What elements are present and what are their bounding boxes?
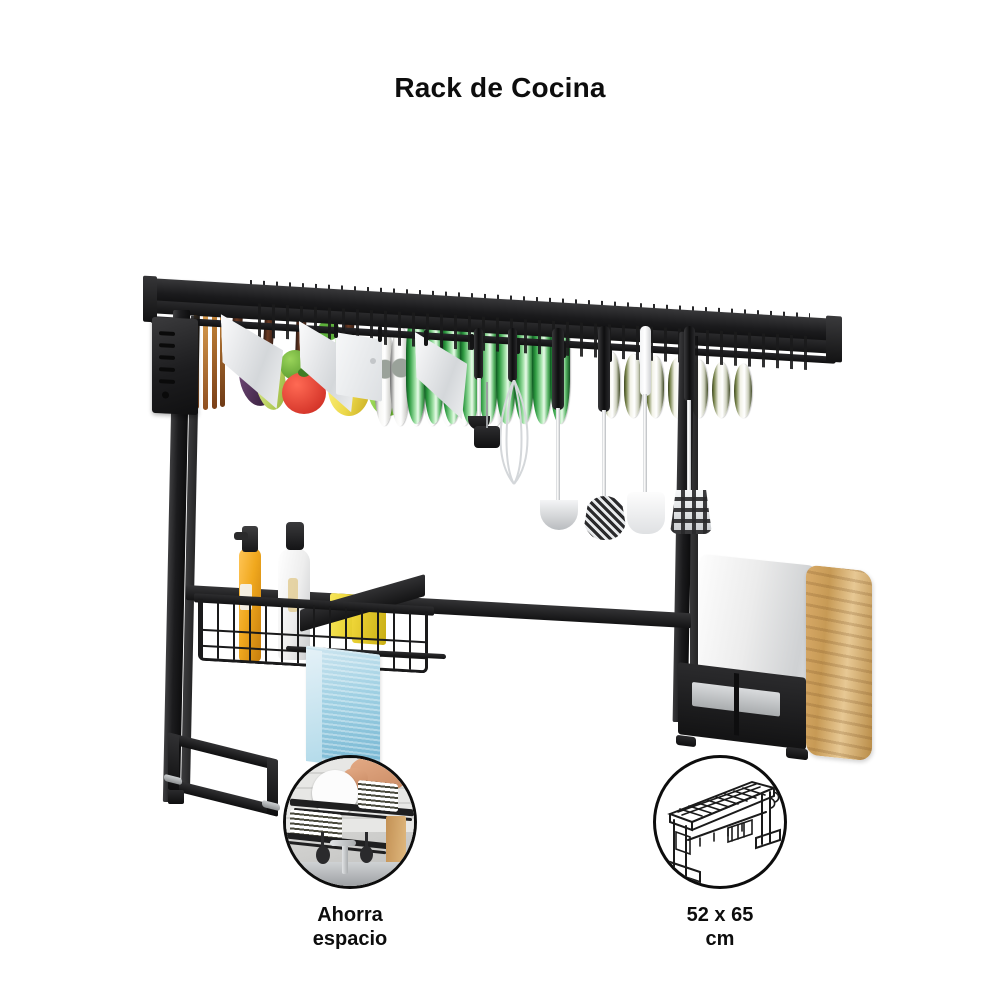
rack-line-drawing-icon [667,780,781,884]
dish-towel-fold [306,649,322,763]
badge-caption-line2: cm [705,928,735,951]
utensil-spatula-white [627,326,665,538]
knife-block [152,316,198,416]
utensil-whisk [494,328,534,492]
wood-board-icon [386,816,406,868]
utensil-slotted-spatula [670,326,712,542]
feature-badges: Ahorra espacio [0,750,1000,1000]
cutting-board-wood [806,564,872,762]
space-saving-photo [283,755,417,889]
utensil-ladle [540,328,578,538]
utensil-hook [424,330,428,346]
badge-caption-line1: 52 x 65 [686,904,754,926]
utensil-masher [584,326,626,548]
utensil-holder-cap [474,426,500,448]
product-illustration [0,130,1000,817]
knife-blade-wide [336,332,382,402]
badge-dimensiones[interactable]: 52 x 65 cm [625,755,815,952]
cutting-board-holder-foot [676,734,696,748]
utensil-hook [334,322,338,338]
utensil-hook [608,346,612,362]
badge-ahorra-espacio[interactable]: Ahorra espacio [255,755,445,952]
page-title: Rack de Cocina [394,72,606,103]
cutting-board-holder [678,662,806,750]
knife-blade-rivet [370,358,376,364]
utensil-hook [470,334,474,350]
left-post-base [168,790,184,804]
utensil-hook [378,326,382,342]
badge-caption-line1: Ahorra [317,904,383,926]
top-shelf-right-endcap [826,315,842,363]
dimensions-line-drawing [653,755,787,889]
top-shelf-left-endcap [143,275,157,323]
badge-caption-line2: espacio [312,928,388,951]
utensil-hook [562,342,566,358]
utensil-hook [516,338,520,354]
utensil-hook-wire [486,382,488,428]
